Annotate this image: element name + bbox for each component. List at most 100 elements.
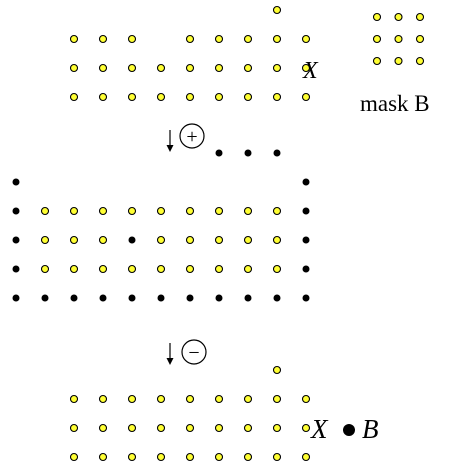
pixel-dot-foreground <box>69 452 79 462</box>
pixel-dot-foreground <box>272 235 282 245</box>
grid-mask-b <box>372 12 425 66</box>
pixel-dot-foreground <box>243 63 253 73</box>
pixel-dot-foreground <box>156 206 166 216</box>
down-arrow-head <box>166 145 174 152</box>
dilation-operator-circle <box>179 123 205 149</box>
pixel-dot-foreground <box>40 235 50 245</box>
pixel-dot-foreground <box>272 423 282 433</box>
pixel-dot-foreground <box>127 206 137 216</box>
pixel-dot-foreground <box>69 92 79 102</box>
erosion-step: − <box>166 339 207 365</box>
label-x: X <box>302 58 319 84</box>
pixel-dot-added <box>244 149 252 157</box>
pixel-dot-foreground <box>415 12 425 22</box>
pixel-dot-added <box>12 265 20 273</box>
pixel-dot-added <box>99 294 107 302</box>
pixel-dot-foreground <box>243 394 253 404</box>
label-mask-b: mask B <box>360 91 430 116</box>
pixel-dot-foreground <box>185 235 195 245</box>
pixel-dot-foreground <box>156 264 166 274</box>
pixel-dot-added <box>302 236 310 244</box>
pixel-dot-foreground <box>156 63 166 73</box>
pixel-dot-foreground <box>243 206 253 216</box>
pixel-dot-foreground <box>272 365 282 375</box>
pixel-dot-foreground <box>69 206 79 216</box>
pixel-dot-added <box>12 207 20 215</box>
pixel-dot-foreground <box>301 394 311 404</box>
pixel-dot-added <box>215 149 223 157</box>
pixel-dot-foreground <box>243 452 253 462</box>
pixel-dot-foreground <box>214 63 224 73</box>
pixel-dot-foreground <box>185 423 195 433</box>
pixel-dot-foreground <box>185 206 195 216</box>
pixel-dot-added <box>302 178 310 186</box>
pixel-dot-foreground <box>394 34 403 44</box>
pixel-dot-foreground <box>415 56 425 66</box>
pixel-dot-added <box>302 265 310 273</box>
pixel-dot-foreground <box>185 394 195 404</box>
pixel-dot-foreground <box>301 63 311 73</box>
pixel-dot-foreground <box>372 12 382 22</box>
pixel-dot-foreground <box>98 206 108 216</box>
pixel-dot-foreground <box>69 264 79 274</box>
pixel-dot-foreground <box>40 264 50 274</box>
pixel-dot-foreground <box>272 5 282 15</box>
pixel-dot-foreground <box>272 92 282 102</box>
pixel-dot-foreground <box>69 394 79 404</box>
pixel-dot-foreground <box>98 235 108 245</box>
grid-closed <box>69 365 311 462</box>
pixel-dot-foreground <box>243 235 253 245</box>
pixel-dot-foreground <box>185 34 195 44</box>
pixel-dot-foreground <box>156 394 166 404</box>
pixel-dot-foreground <box>243 92 253 102</box>
erosion-operator-circle <box>181 339 207 365</box>
pixel-dot-foreground <box>214 394 224 404</box>
pixel-dot-foreground <box>301 452 311 462</box>
pixel-dot-foreground <box>214 92 224 102</box>
pixel-dot-foreground <box>98 394 108 404</box>
down-arrow-head <box>166 358 174 365</box>
pixel-dot-added <box>12 178 20 186</box>
pixel-dot-foreground <box>243 34 253 44</box>
result-label: X B <box>310 414 379 444</box>
pixel-dot-added <box>302 207 310 215</box>
pixel-dot-foreground <box>98 92 108 102</box>
pixel-dot-foreground <box>214 423 224 433</box>
pixel-dot-added <box>12 236 20 244</box>
pixel-dot-foreground <box>272 63 282 73</box>
pixel-dot-foreground <box>301 92 311 102</box>
pixel-dot-added <box>128 236 136 244</box>
pixel-dot-added <box>215 294 223 302</box>
pixel-dot-added <box>302 294 310 302</box>
pixel-dot-foreground <box>394 12 403 22</box>
result-label-x: X <box>310 414 329 444</box>
pixel-dot-foreground <box>214 206 224 216</box>
pixel-dot-foreground <box>98 452 108 462</box>
pixel-dot-foreground <box>272 264 282 274</box>
pixel-dot-added <box>244 294 252 302</box>
pixel-dot-foreground <box>69 423 79 433</box>
pixel-dot-added <box>128 294 136 302</box>
result-label-b: B <box>362 414 379 444</box>
pixel-dot-foreground <box>127 423 137 433</box>
pixel-dot-foreground <box>98 264 108 274</box>
pixel-dot-foreground <box>40 206 50 216</box>
closing-operator-dot <box>343 424 355 436</box>
pixel-dot-added <box>157 294 165 302</box>
pixel-dot-foreground <box>415 34 425 44</box>
pixel-dot-added <box>273 149 281 157</box>
pixel-dot-foreground <box>98 63 108 73</box>
pixel-dot-foreground <box>272 452 282 462</box>
pixel-dot-foreground <box>301 423 311 433</box>
pixel-dot-added <box>70 294 78 302</box>
pixel-dot-foreground <box>69 235 79 245</box>
pixel-dot-foreground <box>156 92 166 102</box>
pixel-dot-foreground <box>272 206 282 216</box>
pixel-dot-foreground <box>243 264 253 274</box>
erosion-operator-symbol: − <box>188 342 199 364</box>
pixel-dot-added <box>41 294 49 302</box>
pixel-dot-foreground <box>127 92 137 102</box>
pixel-dot-foreground <box>301 34 311 44</box>
